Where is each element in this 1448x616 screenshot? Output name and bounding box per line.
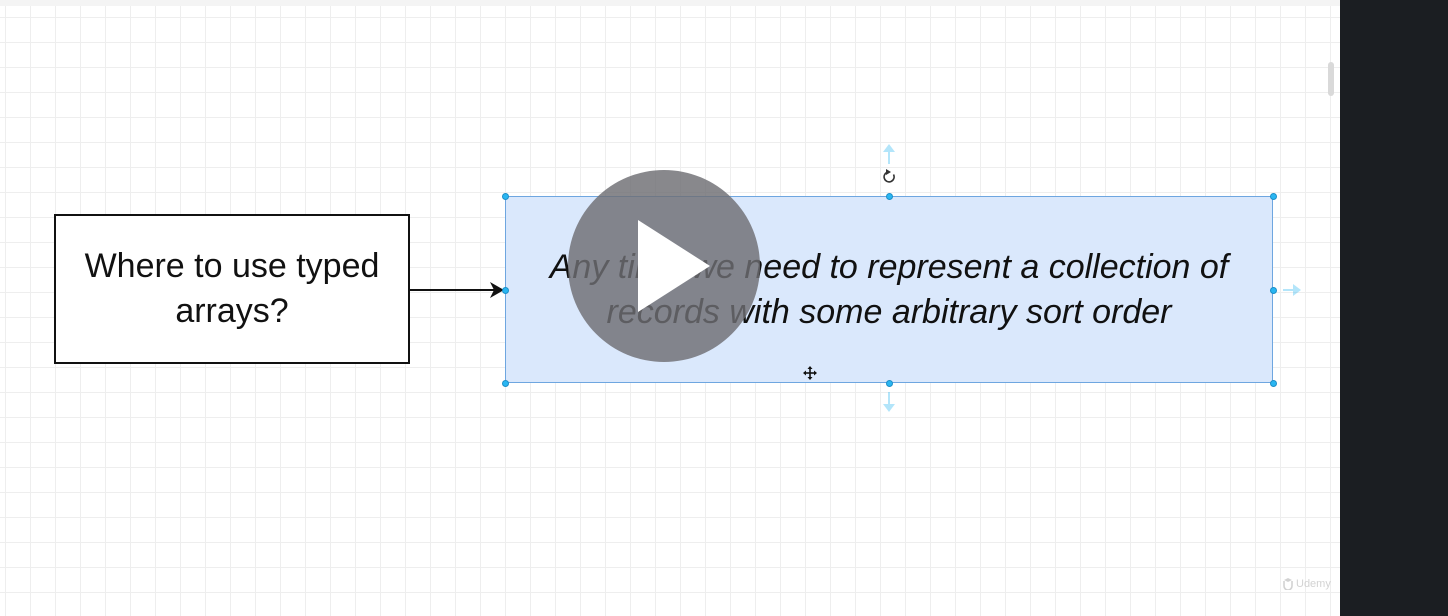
selection-overlay [803,144,1301,412]
connect-arrow-up-icon[interactable] [883,144,895,164]
play-icon [638,220,710,312]
connect-arrow-right-icon[interactable] [1283,284,1301,296]
resize-handle-top[interactable] [885,192,893,200]
question-text: Where to use typed arrays? [67,244,397,334]
question-line-1: Where to use typed [84,247,380,285]
udemy-logo-icon [1283,578,1293,590]
diagram-canvas[interactable]: Where to use typed arrays? Any time we n… [0,0,1340,616]
play-button[interactable] [568,170,760,362]
resize-handle-top-left[interactable] [501,192,509,200]
connect-arrow-down-icon[interactable] [883,392,895,412]
connector-arrow[interactable] [410,278,510,304]
watermark: Udemy [1282,578,1331,590]
resize-handle-top-right[interactable] [1269,192,1277,200]
question-shape[interactable]: Where to use typed arrays? [54,214,410,364]
scrollbar-thumb[interactable] [1328,62,1334,96]
resize-handle-bottom[interactable] [885,379,893,387]
watermark-text: Udemy [1296,578,1331,590]
resize-handle-bottom-left[interactable] [501,379,509,387]
resize-handle-right[interactable] [1269,286,1277,294]
resize-handle-bottom-right[interactable] [1269,379,1277,387]
question-line-2: arrays? [175,292,289,330]
side-panel [1340,0,1448,616]
vertical-scrollbar[interactable] [1326,58,1336,98]
canvas-top-edge [0,0,1340,6]
move-cursor-icon [803,366,817,380]
rotate-handle-icon[interactable] [883,169,895,183]
resize-handle-left[interactable] [501,286,509,294]
